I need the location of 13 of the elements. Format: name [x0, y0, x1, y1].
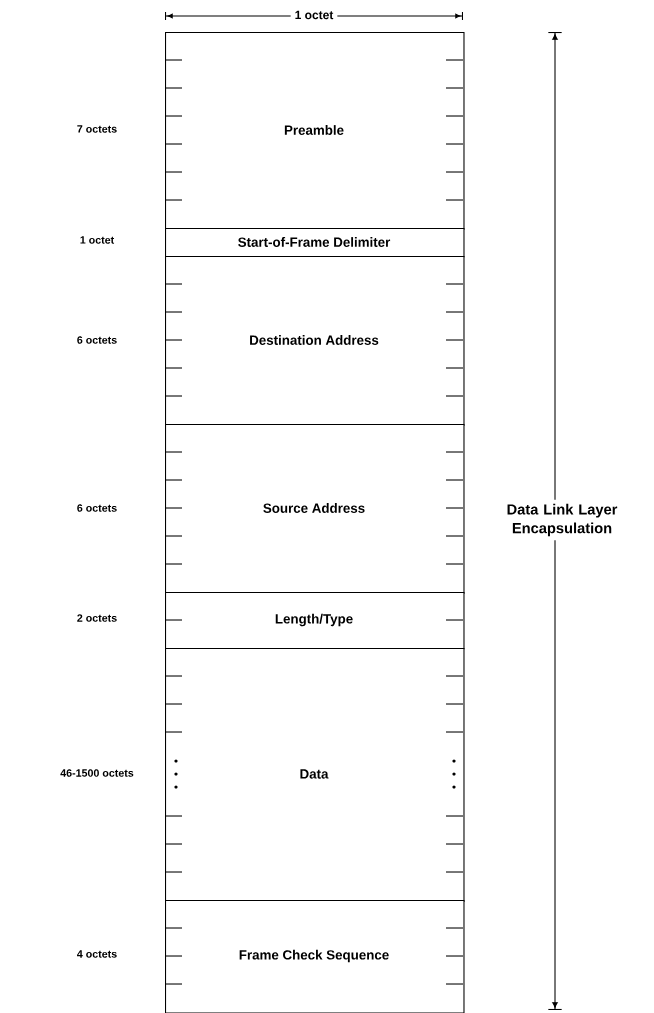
dimension-label: 1 octet: [290, 6, 338, 24]
field-box: Frame Check Sequence: [165, 900, 465, 1013]
size-label: 6 octets: [77, 504, 117, 512]
size-label: 46-1500 octets: [60, 769, 134, 777]
size-label: 6 octets: [77, 336, 117, 344]
field-box: Length/Type: [165, 592, 465, 650]
field-box: Start-of-Frame Delimiter: [165, 228, 465, 258]
size-label: 7 octets: [77, 125, 117, 133]
size-label: 1 octet: [80, 236, 115, 244]
dimension-label: Data Link Layer Encapsulation: [495, 499, 629, 541]
node-label: Frame Check Sequence: [239, 949, 389, 963]
size-label: 4 octets: [77, 950, 117, 958]
size-label: 2 octets: [77, 614, 117, 622]
